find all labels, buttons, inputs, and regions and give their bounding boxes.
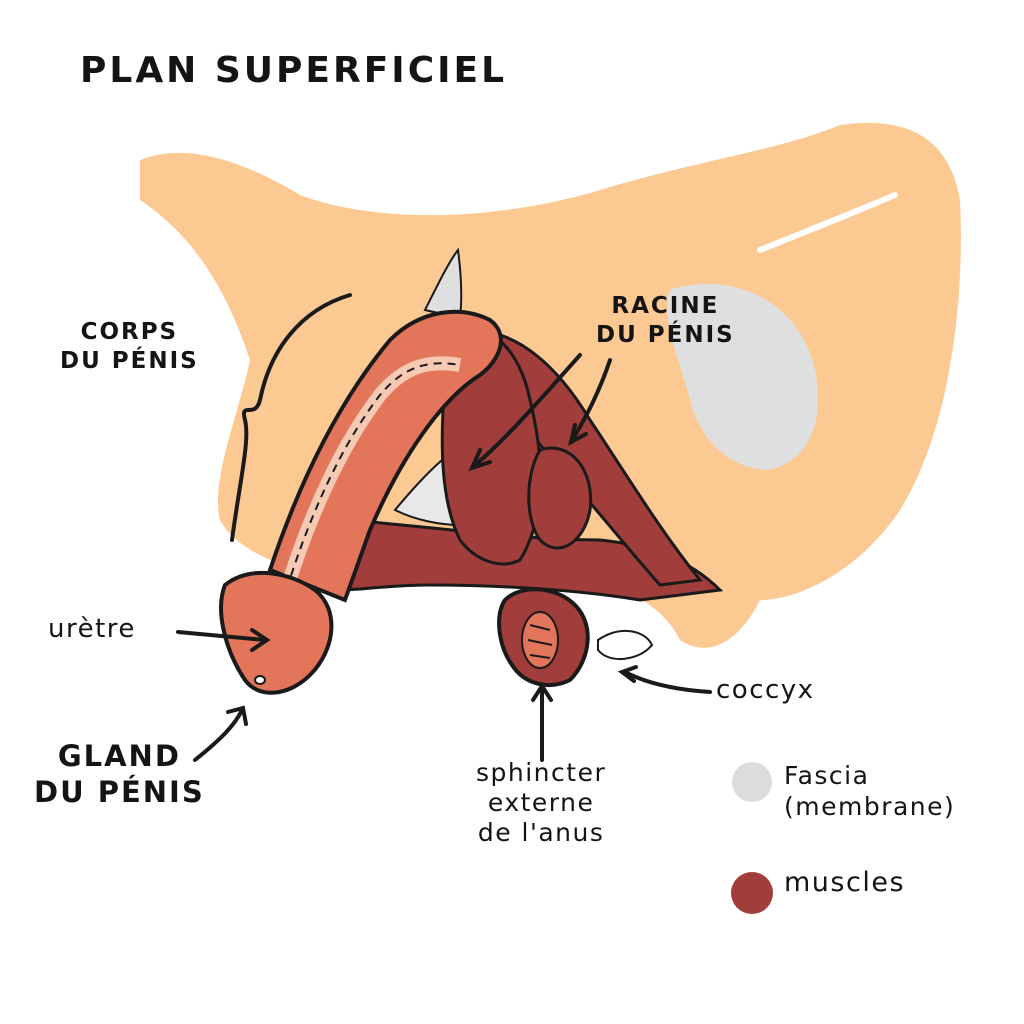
arrows: [176, 353, 712, 762]
label-coccyx: coccyx: [716, 675, 815, 705]
penis-shaft: [267, 309, 503, 603]
fascia-patch: [667, 283, 818, 470]
label-uretre: urètre: [48, 614, 136, 644]
label-sphincter: sphincter externe de l'anus: [476, 758, 607, 847]
label-gland-du-penis: GLAND DU PÉNIS: [34, 739, 205, 810]
brace: [230, 293, 352, 542]
label-racine-du-penis: RACINE DU PÉNIS: [596, 293, 735, 348]
legend-label-fascia: Fascia (membrane): [784, 761, 956, 822]
label-corps-du-penis: CORPS DU PÉNIS: [60, 319, 199, 374]
urethra-dash: [264, 362, 461, 671]
coccyx-bone: [597, 629, 654, 661]
fascia-top: [423, 247, 463, 320]
bulbospongiosus: [440, 326, 542, 566]
glans: [219, 570, 334, 695]
urethral-opening: [254, 675, 266, 685]
ischiocavernous-left: [527, 446, 593, 550]
page-title: PLAN SUPERFICIEL: [80, 50, 508, 91]
legend-swatch-muscles: [731, 872, 773, 914]
anal-opening: [521, 611, 559, 669]
fascia-stroke: [757, 192, 898, 253]
legend-swatch-fascia: [732, 762, 772, 802]
legend-label-muscles: muscles: [784, 867, 906, 898]
anal-marks: [527, 624, 553, 659]
